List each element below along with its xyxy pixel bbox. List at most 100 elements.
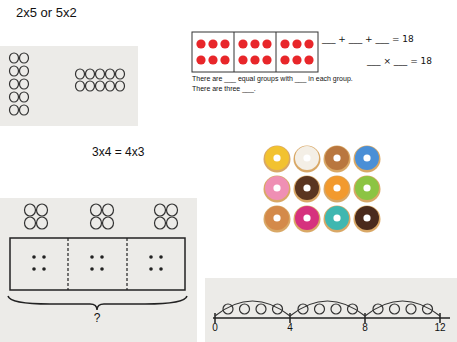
donut-hole bbox=[273, 214, 280, 221]
drawn-circle bbox=[406, 304, 416, 314]
drawn-circle bbox=[91, 204, 102, 216]
donut-icing bbox=[325, 176, 349, 200]
donut-base bbox=[264, 206, 291, 233]
red-dot bbox=[292, 39, 301, 48]
drawn-circle bbox=[315, 304, 325, 314]
bar-divider bbox=[67, 238, 68, 290]
drawn-circle bbox=[86, 69, 95, 79]
donut-base bbox=[324, 176, 351, 203]
label: ? bbox=[94, 312, 101, 326]
bar-divider bbox=[126, 238, 127, 290]
red-dot bbox=[304, 55, 313, 64]
label: 3x4 = 4x3 bbox=[92, 146, 144, 160]
drawn-circle bbox=[106, 81, 115, 91]
drawn-circle bbox=[103, 204, 114, 216]
donut-hole bbox=[273, 184, 280, 191]
drawn-circle bbox=[20, 105, 29, 115]
bar-dot bbox=[100, 255, 104, 259]
label: 4 bbox=[287, 322, 293, 334]
bar-dot bbox=[42, 255, 46, 259]
drawn-circle bbox=[96, 69, 105, 79]
bar-dot bbox=[159, 267, 163, 271]
donut-base bbox=[264, 176, 291, 203]
donut-icing bbox=[355, 206, 379, 230]
label: There are three ___. bbox=[192, 85, 256, 93]
label: ___ + ___ + ___ = 18 bbox=[322, 34, 414, 44]
red-dot bbox=[220, 39, 229, 48]
donut-icing bbox=[355, 146, 379, 170]
tick bbox=[364, 313, 366, 323]
drawn-circle bbox=[103, 217, 114, 229]
donut-icing bbox=[265, 206, 289, 230]
drawn-circle bbox=[167, 217, 178, 229]
donut-hole bbox=[333, 214, 340, 221]
drawn-circle bbox=[223, 304, 233, 314]
drawn-circle bbox=[20, 53, 29, 63]
drawn-circle bbox=[76, 69, 85, 79]
red-dot bbox=[196, 39, 205, 48]
drawn-circle bbox=[106, 69, 115, 79]
drawn-circle bbox=[10, 92, 19, 102]
red-dot bbox=[196, 55, 205, 64]
donut-base bbox=[324, 206, 351, 233]
drawn-circle bbox=[37, 204, 48, 216]
photo-ground bbox=[0, 198, 197, 342]
donut-base bbox=[354, 176, 381, 203]
drawn-circle bbox=[116, 81, 125, 91]
red-dot bbox=[238, 39, 247, 48]
label: 0 bbox=[212, 322, 218, 334]
drawn-circle bbox=[348, 304, 358, 314]
donut-icing bbox=[295, 146, 319, 170]
bar-dot bbox=[32, 267, 36, 271]
red-dot bbox=[304, 39, 313, 48]
red-dot bbox=[220, 55, 229, 64]
donut-icing bbox=[295, 176, 319, 200]
donut-base bbox=[324, 146, 351, 173]
photo-ground bbox=[205, 278, 457, 342]
donut-hole bbox=[363, 184, 370, 191]
donut-hole bbox=[333, 154, 340, 161]
drawn-circle bbox=[155, 217, 166, 229]
red-dot bbox=[292, 55, 301, 64]
drawn-circle bbox=[298, 304, 308, 314]
drawn-circle bbox=[10, 79, 19, 89]
donut-base bbox=[294, 176, 321, 203]
donut-base bbox=[294, 206, 321, 233]
array-divider bbox=[234, 32, 235, 72]
tick bbox=[214, 313, 216, 323]
red-dot bbox=[262, 55, 271, 64]
donut-base bbox=[294, 146, 321, 173]
donut-base bbox=[264, 146, 291, 173]
tick bbox=[439, 313, 441, 323]
drawn-circle bbox=[91, 217, 102, 229]
brace bbox=[8, 296, 187, 310]
label: 12 bbox=[434, 322, 445, 334]
array-frame bbox=[192, 32, 318, 72]
drawn-circle bbox=[331, 304, 341, 314]
red-dot bbox=[238, 55, 247, 64]
bar-dot bbox=[90, 267, 94, 271]
drawn-circle bbox=[240, 304, 250, 314]
label: 8 bbox=[362, 322, 368, 334]
jump-arc bbox=[290, 301, 365, 316]
red-dot bbox=[208, 55, 217, 64]
drawn-circle bbox=[96, 81, 105, 91]
drawn-circle bbox=[76, 81, 85, 91]
drawn-circle bbox=[423, 304, 433, 314]
red-dot bbox=[280, 55, 289, 64]
bar-dot bbox=[100, 267, 104, 271]
red-dot bbox=[280, 39, 289, 48]
red-dot bbox=[250, 39, 259, 48]
bar-dot bbox=[90, 255, 94, 259]
jump-arc bbox=[365, 301, 440, 316]
donut-hole bbox=[363, 154, 370, 161]
drawn-circle bbox=[86, 81, 95, 91]
photo-ground bbox=[0, 46, 138, 126]
label: ___ × ___ = 18 bbox=[367, 56, 432, 66]
donut-hole bbox=[363, 214, 370, 221]
drawn-circle bbox=[167, 204, 178, 216]
label: 2x5 or 5x2 bbox=[16, 6, 77, 21]
donut-base bbox=[354, 146, 381, 173]
